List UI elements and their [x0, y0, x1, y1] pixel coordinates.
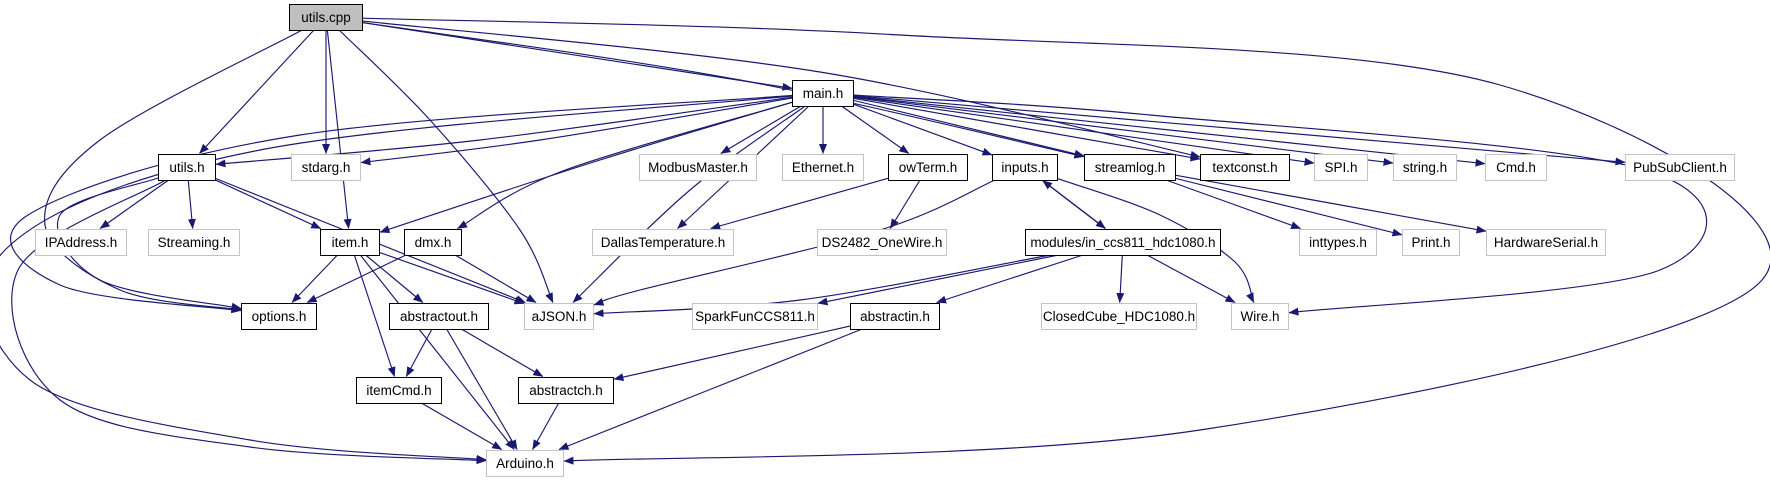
node-itemcmd_h[interactable]: itemCmd.h	[356, 376, 442, 404]
node-ds2482_onewire_h[interactable]: DS2482_OneWire.h	[817, 228, 947, 256]
edge-main_h-to-wire_h	[853, 94, 1708, 316]
edge-in_ccs811_hdc1080_h-to-ajson_h	[593, 254, 1048, 318]
edge-utils_h-to-ipaddress_h	[99, 180, 169, 229]
node-dmx_h[interactable]: dmx.h	[404, 228, 462, 256]
node-hardwareserial_h[interactable]: HardwareSerial.h	[1486, 228, 1606, 256]
edge-owterm_h-to-dallastemperature_h	[710, 177, 889, 230]
node-abstractout_h[interactable]: abstractout.h	[389, 302, 489, 330]
edge-utils_h-to-streaming_h	[187, 180, 196, 229]
node-wire_h[interactable]: Wire.h	[1231, 302, 1289, 330]
edge-dmx_h-to-ajson_h	[455, 255, 537, 303]
node-abstractin_h[interactable]: abstractin.h	[850, 302, 940, 330]
node-options_h[interactable]: options.h	[241, 302, 317, 330]
edge-itemcmd_h-to-arduino_h	[422, 403, 503, 450]
edge-item_h-to-itemcmd_h	[353, 255, 396, 377]
edge-abstractin_h-to-abstractch_h	[613, 325, 851, 382]
edge-main_h-to-stdarg_h	[360, 97, 793, 166]
edge-main_h-to-modbusmaster_h	[720, 106, 801, 154]
edge-streamlog_h-to-hardwareserial_h	[1175, 174, 1487, 234]
node-utils_h[interactable]: utils.h	[158, 153, 216, 181]
node-spi_h[interactable]: SPI.h	[1314, 153, 1368, 181]
edge-main_h-to-ajson_h	[572, 106, 805, 303]
node-streaming_h[interactable]: Streaming.h	[148, 228, 240, 256]
node-abstractch_h[interactable]: abstractch.h	[518, 376, 614, 404]
edge-main_h-to-options_h	[10, 94, 793, 314]
edge-abstractout_h-to-arduino_h	[446, 329, 518, 450]
edge-utils_cpp-to-ajson_h	[339, 30, 554, 303]
node-ajson_h[interactable]: aJSON.h	[524, 302, 594, 330]
node-ethernet_h[interactable]: Ethernet.h	[782, 153, 864, 181]
node-pubsubclient_h[interactable]: PubSubClient.h	[1625, 153, 1735, 181]
edge-in_ccs811_hdc1080_h-to-wire_h	[1147, 254, 1236, 304]
edge-main_h-to-textconst_h	[853, 97, 1201, 162]
edge-abstractout_h-to-abstractch_h	[461, 329, 544, 377]
edge-utils_cpp-to-streamlog_h	[362, 22, 1085, 159]
edge-main_h-to-dmx_h	[457, 101, 793, 230]
edge-inputs_h-to-ajson_h	[593, 179, 995, 306]
node-inputs_h[interactable]: inputs.h	[992, 153, 1058, 181]
node-utils_cpp[interactable]: utils.cpp	[289, 3, 363, 31]
edge-utils_h-to-item_h	[215, 179, 322, 230]
node-stdarg_h[interactable]: stdarg.h	[291, 153, 361, 181]
edge-in_ccs811_hdc1080_h-to-closedcube_hdc1080_h	[1116, 255, 1125, 303]
node-dallastemperature_h[interactable]: DallasTemperature.h	[592, 228, 734, 256]
edge-dmx_h-to-options_h	[306, 254, 406, 304]
edge-abstractout_h-to-itemcmd_h	[405, 329, 433, 377]
edge-main_h-to-inputs_h	[853, 103, 993, 156]
edge-main_h-to-owterm_h	[841, 106, 910, 154]
node-owterm_h[interactable]: owTerm.h	[888, 153, 968, 181]
edge-utils_cpp-to-main_h	[362, 22, 793, 91]
node-modbusmaster_h[interactable]: ModbusMaster.h	[639, 153, 757, 181]
edge-main_h-to-arduino_h	[0, 95, 793, 463]
node-item_h[interactable]: item.h	[320, 228, 380, 256]
node-cmd_h[interactable]: Cmd.h	[1485, 153, 1547, 181]
node-sparkfunccs811_h[interactable]: SparkFunCCS811.h	[692, 302, 818, 330]
edge-item_h-to-arduino_h	[360, 255, 515, 450]
node-closedcube_hdc1080_h[interactable]: ClosedCube_HDC1080.h	[1041, 302, 1197, 330]
edge-main_h-to-utils_h	[215, 96, 793, 168]
node-string_h[interactable]: string.h	[1393, 153, 1457, 181]
edge-utils_cpp-to-arduino_h	[362, 17, 1770, 465]
edge-utils_cpp-to-options_h	[44, 29, 302, 313]
node-ipaddress_h[interactable]: IPAddress.h	[35, 228, 127, 256]
edge-in_ccs811_hdc1080_h-to-sparkfunccs811_h	[817, 254, 1057, 306]
node-in_ccs811_hdc1080_h[interactable]: modules/in_ccs811_hdc1080.h	[1025, 228, 1221, 256]
node-inttypes_h[interactable]: inttypes.h	[1299, 228, 1377, 256]
edge-streamlog_h-to-print_h	[1175, 177, 1403, 237]
edge-in_ccs811_hdc1080_h-to-abstractin_h	[936, 254, 1082, 304]
node-print_h[interactable]: Print.h	[1402, 228, 1460, 256]
node-arduino_h[interactable]: Arduino.h	[486, 449, 564, 477]
edge-abstractch_h-to-arduino_h	[532, 403, 559, 450]
node-main_h[interactable]: main.h	[792, 79, 854, 107]
edge-streamlog_h-to-inttypes_h	[1167, 179, 1302, 230]
edge-in_ccs811_hdc1080_h-to-inputs_h	[1042, 180, 1106, 229]
edge-main_h-to-pubsubclient_h	[853, 95, 1626, 166]
edge-item_h-to-abstractout_h	[365, 255, 424, 303]
edge-abstractin_h-to-arduino_h	[558, 328, 862, 451]
edge-utils_cpp-to-utils_h	[199, 30, 314, 154]
node-streamlog_h[interactable]: streamlog.h	[1084, 153, 1176, 181]
edge-item_h-to-ajson_h	[379, 252, 525, 305]
edge-item_h-to-options_h	[291, 255, 338, 303]
node-textconst_h[interactable]: textconst.h	[1200, 153, 1290, 181]
edge-main_h-to-streamlog_h	[853, 99, 1085, 158]
